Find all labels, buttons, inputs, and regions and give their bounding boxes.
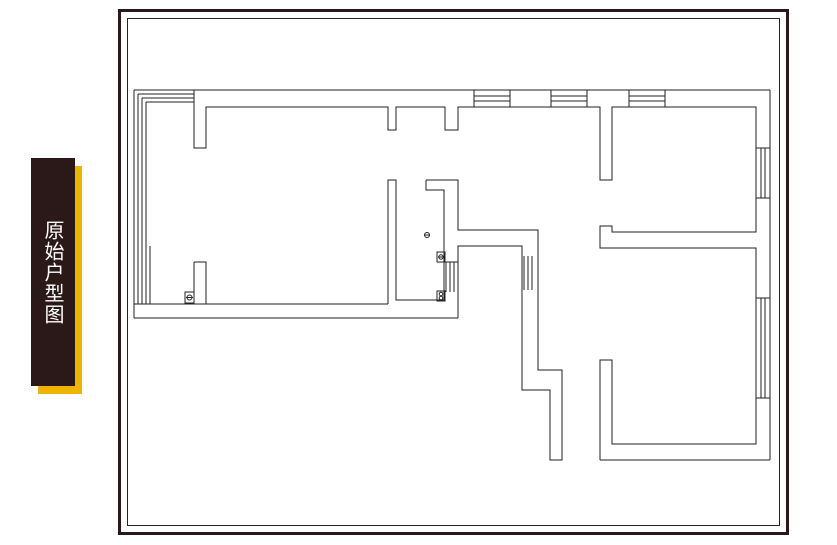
outlet-symbol xyxy=(184,291,195,304)
window-right-2 xyxy=(755,297,771,399)
title-box: 原始户型图 xyxy=(31,158,75,386)
floorplan-title: 原始户型图 xyxy=(41,219,65,325)
window-top-3 xyxy=(628,89,666,108)
outlet-symbol xyxy=(436,251,446,263)
outlet-symbol xyxy=(424,232,430,238)
window-top-1 xyxy=(473,89,511,108)
door-hatch-center xyxy=(445,256,533,292)
drawing-inner-border xyxy=(127,18,780,526)
floorplan-title-block: 原始户型图 xyxy=(31,158,82,394)
living-room-walls xyxy=(193,90,757,461)
outlet-symbol xyxy=(436,290,446,302)
window-right-1 xyxy=(755,147,771,199)
outer-walls xyxy=(133,89,771,461)
drawing-frame xyxy=(118,9,789,535)
window-left xyxy=(134,93,194,305)
window-top-2 xyxy=(550,89,588,108)
